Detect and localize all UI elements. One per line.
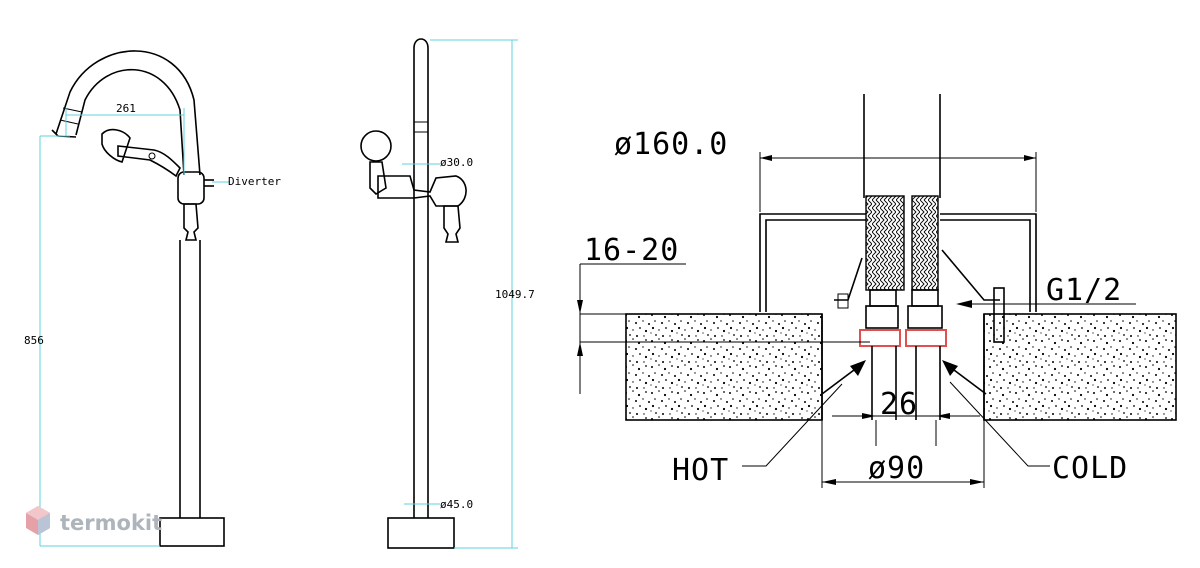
side-base: [387, 517, 455, 549]
hot-label: HOT: [672, 453, 729, 488]
floor-slab-right: [983, 313, 1177, 421]
side-column: [413, 38, 429, 518]
spout-reach-label: 261: [116, 102, 136, 115]
hand-shower: [101, 128, 181, 178]
hole-diameter-label: ø90: [868, 451, 925, 486]
cold-label: COLD: [1052, 451, 1128, 486]
pipe-spacing-label: 26: [880, 387, 918, 422]
thread-label: G1/2: [1046, 273, 1122, 308]
diverter-label: Diverter: [228, 175, 281, 188]
brand-logo-icon: [26, 506, 50, 535]
handle: [183, 203, 199, 241]
floor-thickness-label: 16-20: [584, 233, 679, 268]
hot-hose: [865, 195, 905, 291]
watermark: termokit: [26, 506, 162, 535]
total-height-label: 1049.7: [495, 288, 535, 301]
valve-body: [177, 171, 205, 205]
side-view: ø30.0 ø45.0 1049.7: [360, 38, 535, 549]
base-plate: [159, 517, 225, 547]
side-shower-head: [360, 130, 392, 162]
brand-name: termokit: [60, 511, 162, 535]
gooseneck-spout: [55, 50, 201, 176]
cover-diameter-label: ø160.0: [614, 127, 728, 162]
cold-hose: [911, 195, 939, 291]
floor-slab-left: [625, 313, 823, 421]
cover-box: [759, 213, 1037, 312]
cold-connector: [905, 329, 947, 347]
front-view: 261 856 Diverter: [24, 50, 281, 547]
height-label: 856: [24, 334, 44, 347]
side-valve-body: [377, 175, 467, 207]
hot-connector: [859, 329, 901, 347]
base-diameter-label: ø45.0: [440, 498, 473, 511]
body-diameter-label: ø30.0: [440, 156, 473, 169]
installation-detail: ø160.0 16-20 G1/2 26 ø90 HOT COLD: [577, 94, 1177, 488]
